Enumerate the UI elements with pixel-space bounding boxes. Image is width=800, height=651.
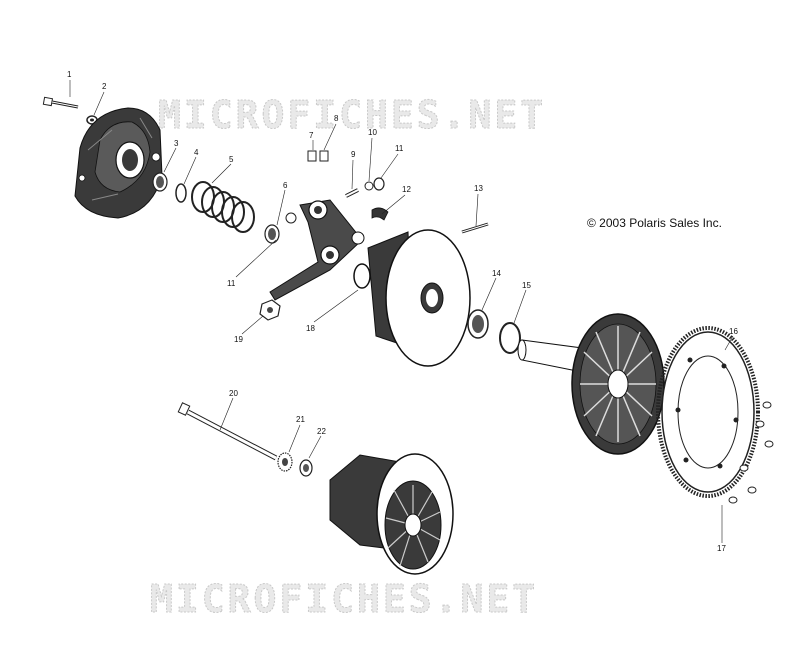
part-bolt-1 xyxy=(42,96,79,109)
part-bushing-6 xyxy=(264,212,297,244)
callout-22: 22 xyxy=(317,427,326,436)
callout-8: 8 xyxy=(334,114,339,123)
part-pin-9 xyxy=(345,188,359,198)
part-stationary-sheave xyxy=(517,313,665,455)
callout-15: 15 xyxy=(522,281,531,290)
callout-18: 18 xyxy=(306,324,315,333)
part-washer-21 xyxy=(277,452,293,472)
callout-2: 2 xyxy=(102,82,107,91)
part-clip-12 xyxy=(371,207,389,221)
part-bushing-3 xyxy=(152,172,168,192)
callout-1: 1 xyxy=(67,70,72,79)
callout-16: 16 xyxy=(729,327,738,336)
part-roller-7-8 xyxy=(307,150,329,162)
part-assembled-clutch xyxy=(329,453,454,575)
part-pin-13 xyxy=(461,222,489,234)
callout-5: 5 xyxy=(229,155,234,164)
callout-20: 20 xyxy=(229,389,238,398)
callout-11-bottom: 11 xyxy=(227,279,236,288)
callout-13: 13 xyxy=(474,184,483,193)
part-spring-5 xyxy=(191,181,255,233)
callout-6: 6 xyxy=(283,181,288,190)
part-cover-plate xyxy=(74,107,163,219)
part-small-10-11 xyxy=(364,177,385,191)
watermark-top: MICROFICHES.NET xyxy=(158,93,546,137)
part-moveable-sheave xyxy=(353,229,471,367)
watermark-bottom: MICROFICHES.NET xyxy=(150,577,538,621)
part-nut-19 xyxy=(259,299,281,321)
callout-11-top: 11 xyxy=(395,144,404,153)
part-ring-gear-16 xyxy=(656,326,760,498)
callout-3: 3 xyxy=(174,139,179,148)
part-ring-4 xyxy=(175,183,187,203)
callout-7: 7 xyxy=(309,131,314,140)
callout-9: 9 xyxy=(351,150,356,159)
callout-14: 14 xyxy=(492,269,501,278)
part-spider-arm xyxy=(269,199,365,301)
part-bushing-14 xyxy=(467,309,489,339)
callout-4: 4 xyxy=(194,148,199,157)
part-ring-15 xyxy=(499,322,521,354)
callout-labels: 1 2 3 4 5 6 7 8 9 10 11 11 12 13 14 15 1… xyxy=(67,70,738,553)
callout-10: 10 xyxy=(368,128,377,137)
callout-21: 21 xyxy=(296,415,305,424)
callout-12: 12 xyxy=(402,185,411,194)
callout-19: 19 xyxy=(234,335,243,344)
callout-17: 17 xyxy=(717,544,726,553)
leader-lines xyxy=(69,80,734,543)
part-screws-17 xyxy=(728,401,774,504)
part-long-bolt-20 xyxy=(177,402,278,461)
part-spacer-22 xyxy=(299,459,313,477)
copyright-notice: © 2003 Polaris Sales Inc. xyxy=(587,216,722,230)
